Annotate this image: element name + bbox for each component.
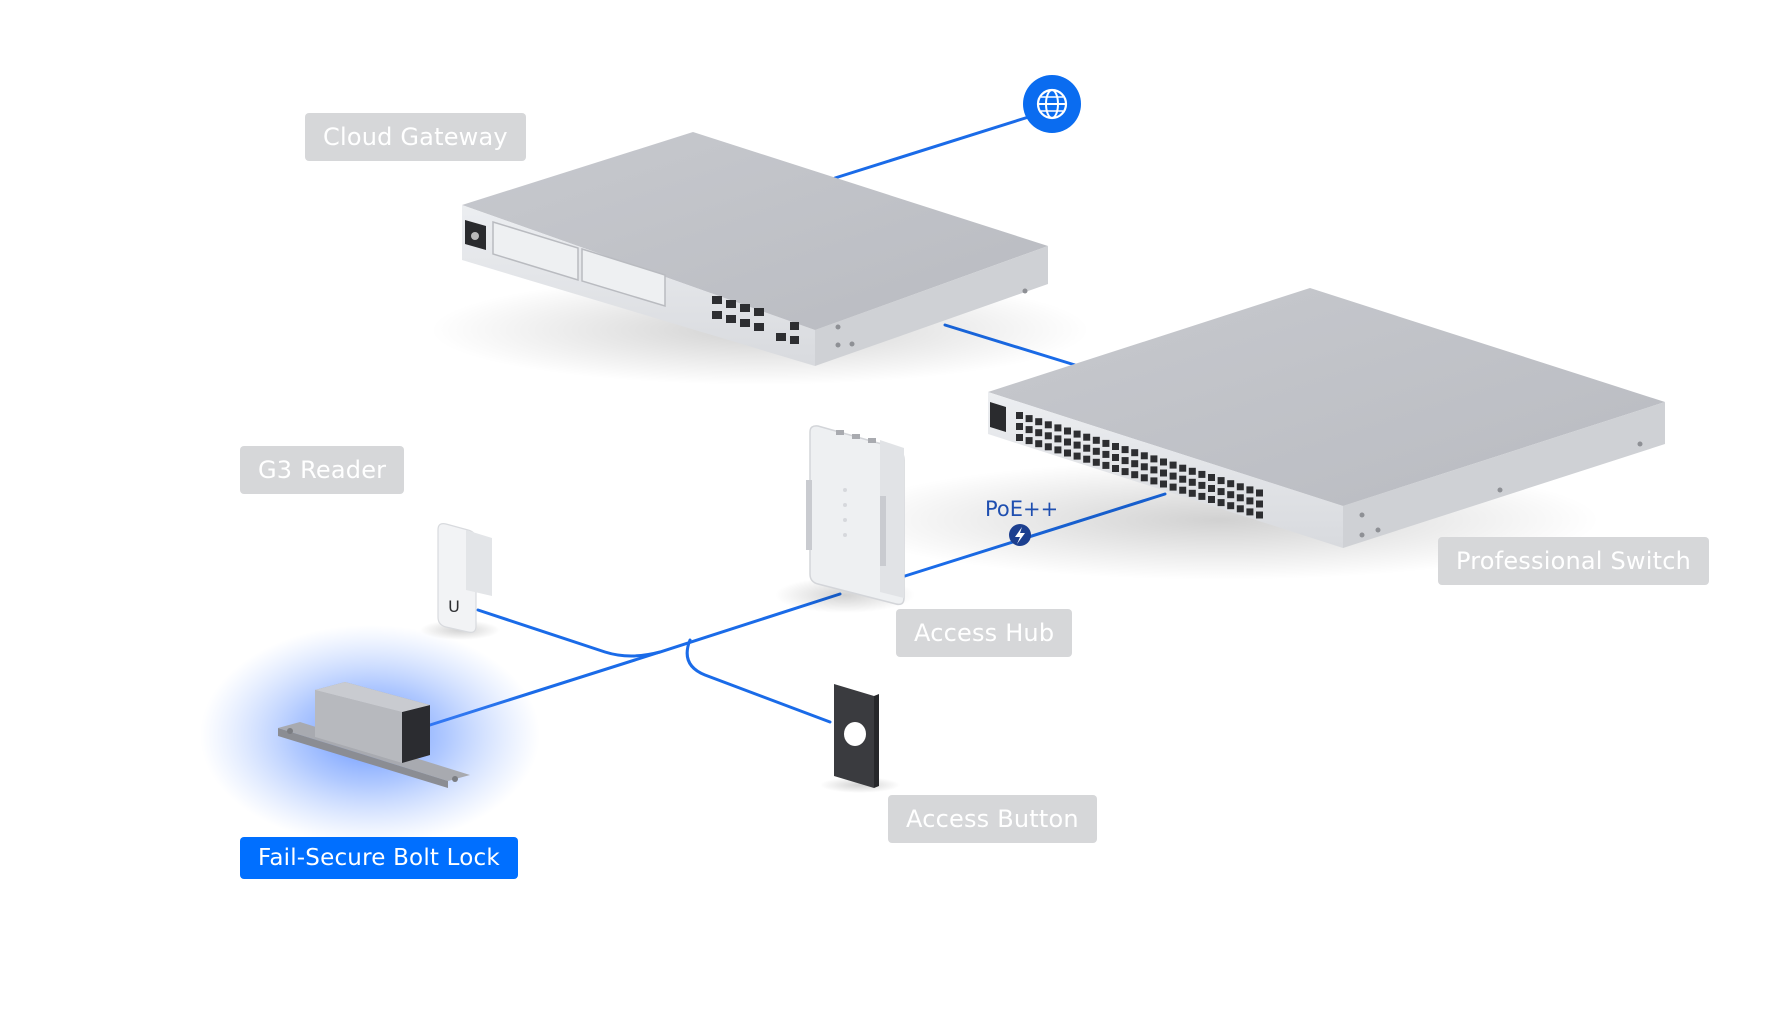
switch-port <box>1160 480 1167 488</box>
switch-port <box>1188 489 1196 497</box>
switch-port <box>1092 447 1100 455</box>
switch-port <box>1112 454 1119 461</box>
switch-port <box>1044 432 1052 440</box>
g3-reader-label: G3 Reader <box>240 446 405 494</box>
access-hub-label: Access Hub <box>896 609 1073 657</box>
line-internet-gateway <box>833 113 1037 180</box>
switch-port-array <box>1016 412 1263 519</box>
poe-label: PoE++ <box>985 497 1059 521</box>
switch-port <box>1150 477 1158 485</box>
access-hub-device <box>775 425 915 613</box>
line-button-hub <box>685 638 832 724</box>
cloud-gateway-label: Cloud Gateway <box>305 113 526 161</box>
switch-port <box>1131 471 1139 479</box>
access-button-label: Access Button <box>888 795 1097 843</box>
switch-port <box>1035 418 1043 426</box>
switch-port <box>1054 446 1062 454</box>
switch-port <box>1102 450 1110 458</box>
switch-port <box>1035 440 1043 448</box>
switch-port <box>1150 455 1158 463</box>
switch-port <box>1140 463 1148 471</box>
g3-reader-device: U <box>420 523 500 640</box>
professional-switch-label: Professional Switch <box>1438 537 1710 585</box>
switch-port <box>1246 497 1254 505</box>
switch-port <box>1121 457 1129 465</box>
access-button-device <box>820 684 900 793</box>
switch-port <box>1083 444 1091 452</box>
cloud-gateway-device <box>430 132 1090 385</box>
switch-port <box>1044 421 1052 429</box>
switch-port <box>1102 439 1110 447</box>
switch-port <box>1198 481 1206 489</box>
switch-port <box>1092 436 1100 444</box>
switch-port <box>1217 488 1225 496</box>
switch-port <box>1256 511 1263 519</box>
poe-lightning-icon <box>1009 524 1031 546</box>
ubiquiti-logo-icon: U <box>448 597 460 616</box>
switch-port <box>1025 426 1033 434</box>
switch-port <box>1035 429 1043 437</box>
switch-port <box>1131 449 1139 457</box>
switch-port <box>1179 464 1187 472</box>
switch-port <box>1246 508 1254 516</box>
switch-port <box>1236 483 1244 491</box>
switch-port <box>1227 480 1235 488</box>
switch-port <box>1160 469 1167 477</box>
switch-port <box>1016 434 1023 441</box>
switch-port <box>1073 452 1081 460</box>
switch-port <box>1169 461 1177 469</box>
switch-port <box>1227 502 1235 510</box>
switch-port <box>1198 492 1206 500</box>
switch-port <box>1064 449 1071 457</box>
switch-port <box>1256 489 1263 497</box>
switch-port <box>1121 468 1129 476</box>
switch-port <box>1246 486 1254 494</box>
switch-port <box>1073 430 1081 438</box>
switch-port <box>1016 423 1023 430</box>
switch-port <box>1064 427 1071 435</box>
switch-port <box>1112 443 1119 450</box>
switch-port <box>1188 478 1196 486</box>
switch-port <box>1073 441 1081 449</box>
switch-port <box>1169 483 1177 491</box>
switch-port <box>1227 491 1235 499</box>
switch-port <box>1160 458 1167 466</box>
switch-port <box>1208 496 1215 503</box>
switch-port <box>1256 500 1263 508</box>
switch-port <box>1112 465 1119 472</box>
switch-port <box>1217 477 1225 485</box>
switch-port <box>1092 458 1100 466</box>
switch-port <box>1025 415 1033 423</box>
switch-port <box>1044 443 1052 451</box>
fail-secure-bolt-lock-device <box>200 625 540 845</box>
switch-port <box>1150 466 1158 474</box>
switch-port <box>1236 505 1244 513</box>
switch-port <box>1208 474 1215 481</box>
switch-port <box>1208 485 1215 492</box>
switch-port <box>1016 412 1023 419</box>
switch-port <box>1140 452 1148 460</box>
switch-port <box>1198 470 1206 478</box>
switch-port <box>1054 424 1062 432</box>
professional-switch-device <box>840 288 1665 580</box>
switch-port <box>1169 472 1177 480</box>
switch-port <box>1064 438 1071 446</box>
switch-port <box>1083 455 1091 463</box>
switch-port <box>1102 461 1110 469</box>
switch-port <box>1179 475 1187 483</box>
fail-secure-bolt-lock-label: Fail-Secure Bolt Lock <box>240 837 518 879</box>
switch-port <box>1217 499 1225 507</box>
switch-port <box>1236 494 1244 502</box>
internet-globe-icon <box>1023 75 1081 133</box>
switch-port <box>1054 435 1062 443</box>
switch-port <box>1140 474 1148 482</box>
switch-port <box>1188 467 1196 475</box>
switch-port <box>1179 486 1187 494</box>
switch-port <box>1025 437 1033 445</box>
switch-port <box>1121 446 1129 454</box>
switch-port <box>1083 433 1091 441</box>
switch-port <box>1131 460 1139 468</box>
